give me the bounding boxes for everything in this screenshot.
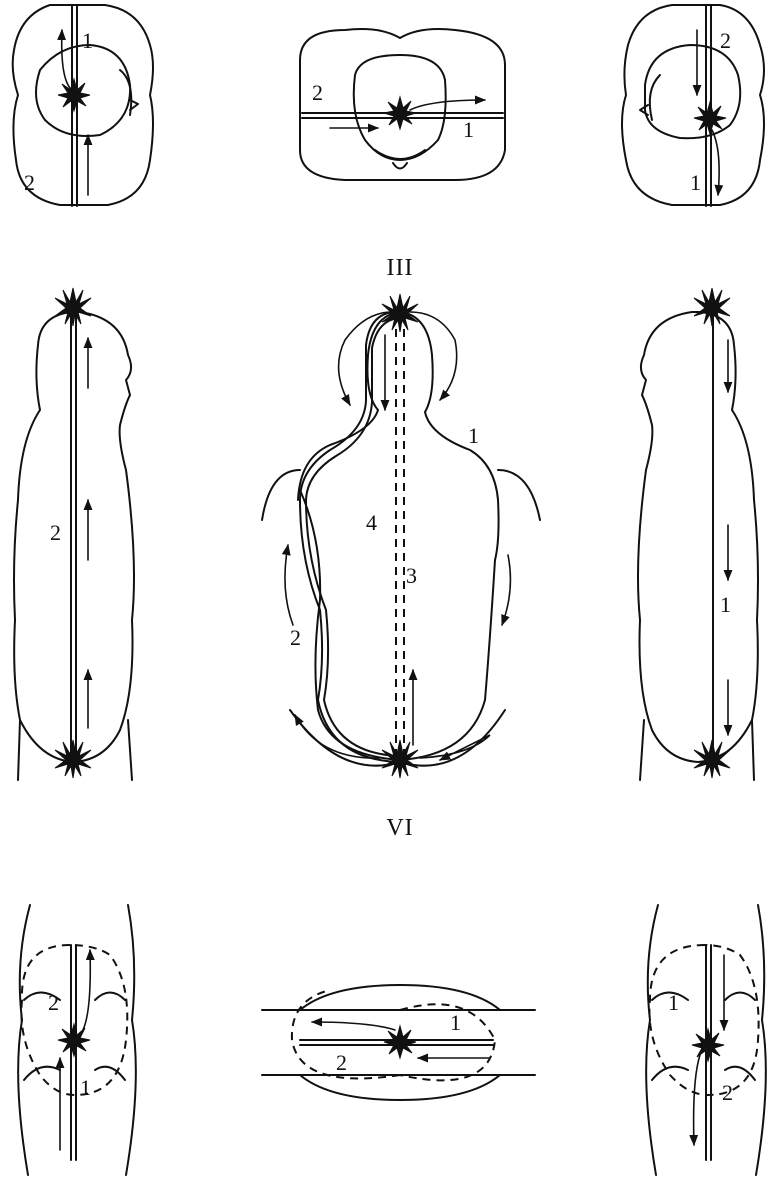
label-1-bottom-right: 1 — [668, 990, 679, 1015]
section-label-iii: III — [387, 255, 414, 281]
label-2-bottom-center: 2 — [336, 1050, 347, 1075]
top-right-head-diagram: 2 1 — [622, 5, 764, 206]
label-2-top-center: 2 — [312, 80, 323, 105]
label-1-bottom-center: 1 — [450, 1010, 461, 1035]
top-left-head-diagram: 1 2 — [13, 5, 153, 206]
label-2-bottom-right: 2 — [722, 1080, 733, 1105]
label-2-middle-center: 2 — [290, 625, 301, 650]
label-1-top-right: 1 — [690, 170, 701, 195]
label-2-top-left: 2 — [24, 170, 35, 195]
top-center-head-diagram: 2 1 — [300, 29, 505, 180]
label-1-middle-center: 1 — [468, 423, 479, 448]
label-1-top-center: 1 — [463, 117, 474, 142]
label-1-bottom-left: 1 — [80, 1075, 91, 1100]
bottom-left-segment-diagram: 2 1 — [18, 905, 136, 1175]
label-4-middle-center: 4 — [366, 510, 377, 535]
middle-center-body-diagram: 1 4 3 2 — [262, 294, 540, 778]
label-2-middle-left: 2 — [50, 520, 61, 545]
label-2-bottom-left: 2 — [48, 990, 59, 1015]
label-2-top-right: 2 — [720, 28, 731, 53]
label-1-middle-right: 1 — [720, 592, 731, 617]
bottom-right-segment-diagram: 1 2 — [646, 905, 766, 1175]
bottom-center-segment-diagram: 1 2 — [262, 985, 535, 1100]
middle-left-body-diagram: 2 — [14, 288, 134, 780]
section-label-vi: VI — [386, 815, 413, 841]
label-3-middle-center: 3 — [406, 563, 417, 588]
label-1-top-left: 1 — [82, 28, 93, 53]
middle-right-body-diagram: 1 — [638, 288, 758, 780]
